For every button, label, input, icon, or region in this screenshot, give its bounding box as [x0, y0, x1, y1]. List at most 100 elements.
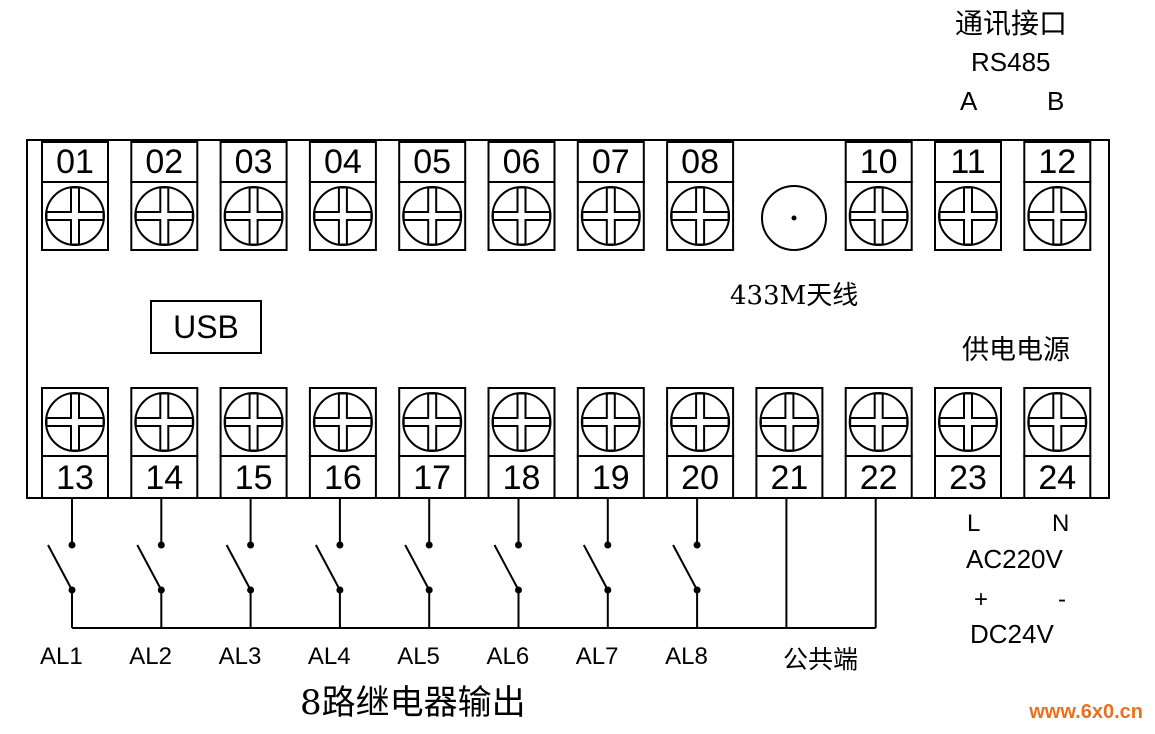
terminal-15-screw-slot [224, 392, 284, 452]
relay-7-switch-blade [582, 544, 609, 591]
terminal-20-screw [670, 392, 731, 452]
terminal-16-screw-slot [313, 392, 373, 452]
terminal-24-screw [1027, 392, 1088, 452]
relay-5-switch-blade [404, 544, 431, 591]
terminal-21-screw-slot [759, 392, 819, 452]
terminal-07-cell [576, 181, 645, 251]
top-terminal-row [41, 141, 1092, 251]
relay-output-title: 8路继电器输出 [300, 683, 526, 723]
terminal-06-screw-slot [492, 186, 551, 246]
terminal-02-screw [134, 186, 195, 246]
relay-contact-2 [136, 498, 165, 628]
terminal-20-screw-slot [670, 392, 730, 452]
terminal-21-number-cell [755, 455, 824, 499]
terminal-23-cell [934, 387, 1002, 457]
terminal-08-cell [666, 181, 735, 251]
terminal-15-cell [219, 387, 288, 457]
terminal-15-number-cell [219, 455, 288, 499]
watermark-logo: www.6x0.cn [1029, 701, 1143, 723]
terminal-22-number: 22 [859, 459, 898, 497]
terminal-24-cell [1023, 387, 1092, 457]
usb-port: USB [150, 300, 262, 354]
terminal-19-screw [580, 392, 641, 452]
terminal-23-number-cell [934, 455, 1002, 499]
comm-port-title: 通讯接口 [955, 7, 1068, 40]
relay-contact-4 [315, 498, 344, 628]
relay-4-switch-blade [315, 544, 341, 591]
terminal-19-screw-slot [581, 392, 641, 452]
relay-label-4: AL4 [307, 643, 351, 670]
relay-label-5: AL5 [397, 643, 440, 670]
terminal-21-number: 21 [770, 459, 809, 497]
bottom-terminal-row [41, 387, 1092, 499]
terminal-14-screw-slot [134, 392, 194, 452]
terminal-13-screw [45, 392, 105, 452]
relay-8-fixed-contact [693, 541, 701, 549]
terminal-13-screw-slot [45, 392, 105, 452]
terminal-14-screw [134, 392, 195, 452]
terminal-08-screw [670, 186, 731, 246]
terminal-14-cell [130, 387, 199, 457]
relay-2-switch-blade [136, 544, 163, 591]
relay-contact-7 [582, 498, 612, 628]
dc-minus-label: - [1058, 586, 1066, 613]
terminal-23-number: 23 [949, 459, 987, 497]
terminal-14-number: 14 [145, 459, 184, 497]
power-n-label: N [1052, 510, 1070, 537]
relay-8-switch-blade [672, 544, 698, 591]
relay-label-2: AL2 [129, 643, 172, 670]
terminal-24-number-cell [1023, 455, 1092, 499]
antenna-pin [791, 215, 797, 221]
terminal-10-screw [848, 186, 909, 246]
terminal-05-cell [398, 181, 467, 251]
terminal-20-number: 20 [681, 459, 719, 497]
terminal-06-screw [491, 186, 552, 246]
power-supply-title: 供电电源 [962, 335, 1070, 366]
terminal-16-cell [308, 387, 377, 457]
terminal-05-screw-slot [402, 186, 462, 246]
relay-contact-5 [404, 498, 433, 628]
rs485-label: RS485 [971, 47, 1051, 77]
terminal-06-cell [487, 181, 556, 251]
terminal-04-screw-slot [313, 186, 373, 246]
terminal-05-number: 05 [413, 143, 452, 181]
terminal-20-cell [666, 387, 735, 457]
terminal-02-number: 02 [145, 143, 184, 181]
terminal-17-screw-slot [402, 392, 462, 452]
terminal-13-number-cell [41, 455, 109, 499]
terminal-12-screw-slot [1027, 186, 1087, 246]
relay-contact-8 [672, 498, 701, 628]
relay-label-3: AL3 [218, 643, 262, 670]
dc-plus-label: + [974, 586, 989, 613]
terminal-21-screw [759, 392, 820, 452]
relay-label-7: AL7 [575, 643, 619, 670]
relay-3-fixed-contact [247, 541, 255, 549]
relay-7-fixed-contact [604, 541, 612, 549]
device-housing [26, 139, 1110, 499]
terminal-13-cell [41, 387, 109, 457]
terminal-08-screw-slot [670, 186, 730, 246]
terminal-01-cell [41, 181, 109, 251]
terminal-03-screw [223, 186, 284, 246]
terminal-17-number: 17 [413, 459, 452, 497]
terminal-17-cell [398, 387, 467, 457]
common-terminal-label: 公共端 [783, 645, 859, 674]
terminal-24-number: 24 [1038, 459, 1077, 497]
terminal-07-number: 07 [591, 143, 630, 181]
relay-3-switch-blade [225, 544, 252, 591]
terminal-18-screw-slot [492, 392, 551, 452]
terminal-05-screw [402, 186, 463, 246]
terminal-19-number-cell [576, 455, 645, 499]
terminal-18-cell [487, 387, 556, 457]
antenna-connector [761, 185, 827, 251]
relay-contact-1 [47, 498, 76, 628]
relay-label-6: AL6 [486, 643, 530, 670]
antenna-label: 433M天线 [730, 281, 859, 311]
relay-contact-6 [493, 498, 522, 628]
terminal-20-number-cell [666, 455, 735, 499]
terminal-15-screw [223, 392, 284, 452]
terminal-22-screw-slot [849, 392, 909, 452]
terminal-16-number-cell [308, 455, 377, 499]
terminal-07-screw-slot [581, 186, 641, 246]
